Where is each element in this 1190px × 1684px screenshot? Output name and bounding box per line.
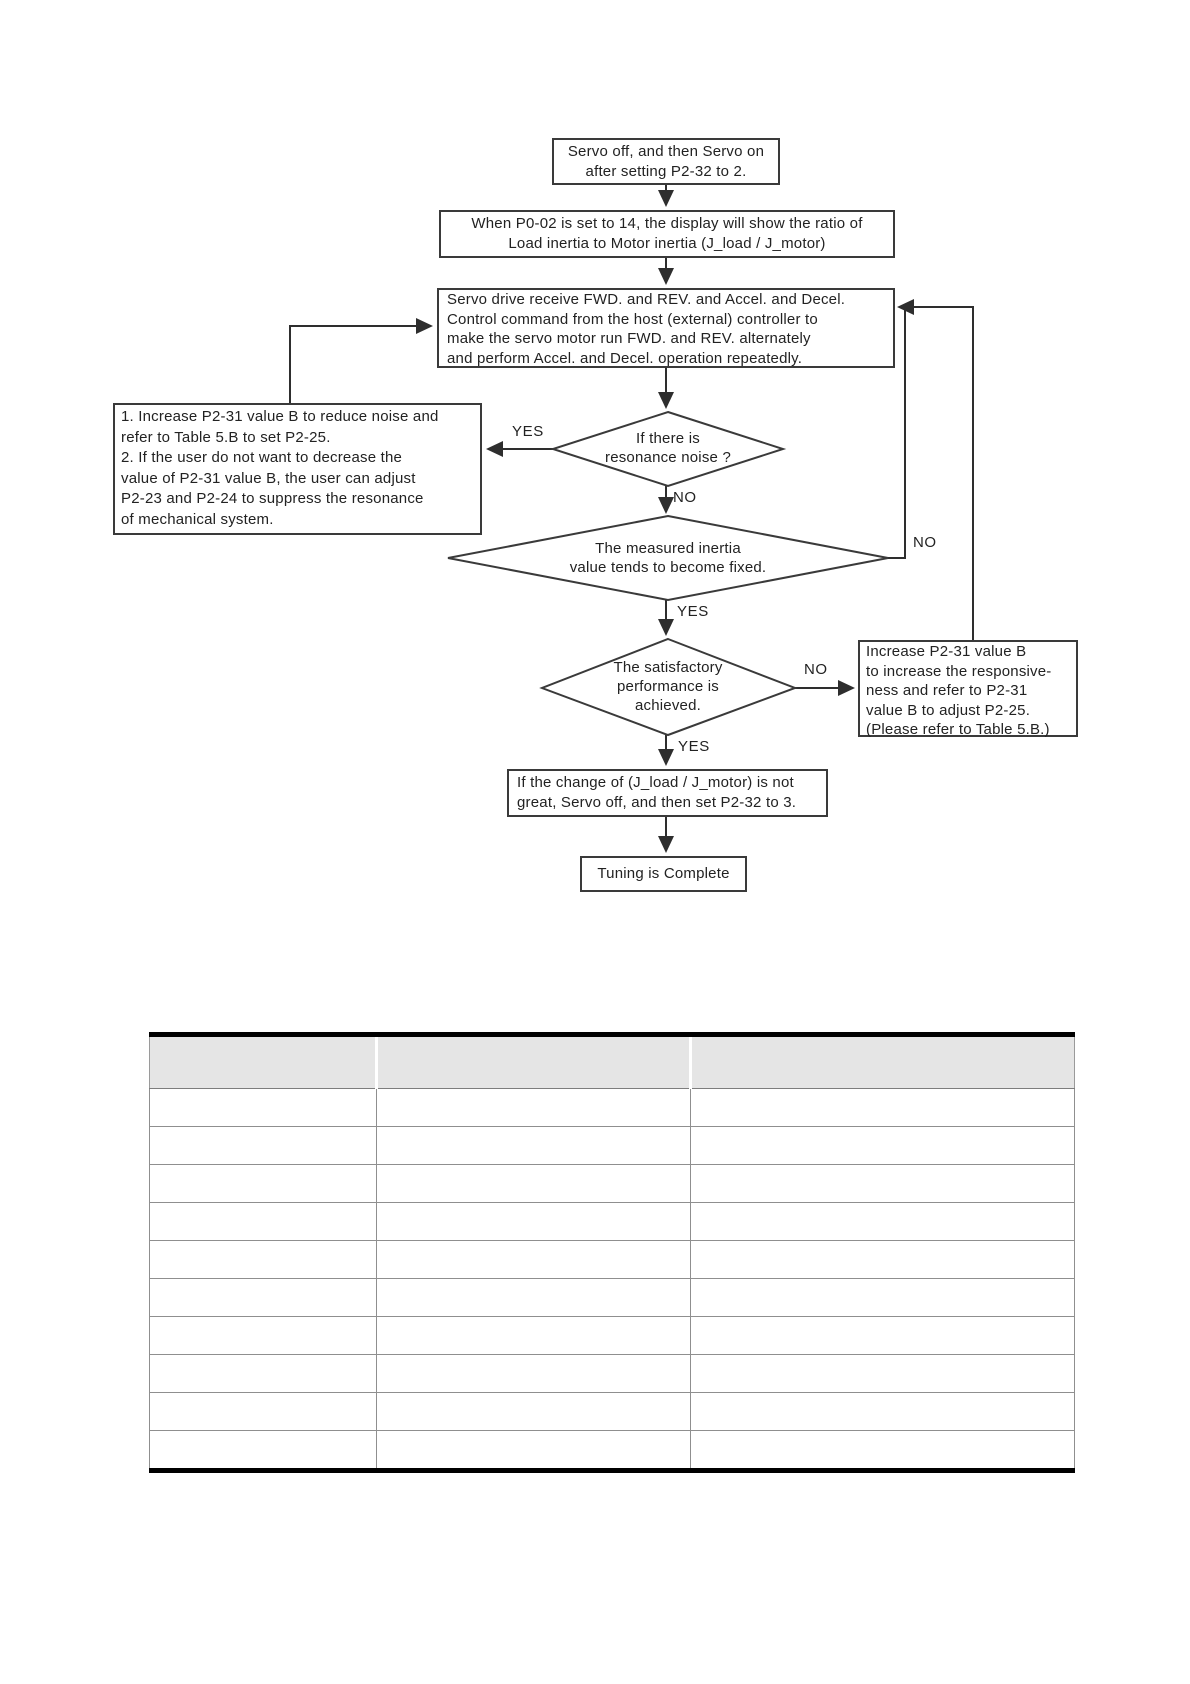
parameter-table-body [149,1088,1075,1471]
table-row [149,1088,1075,1127]
table-cell [375,1354,692,1393]
inertia-no-label: NO [913,534,937,551]
performance-yes-label: YES [678,738,710,755]
table-cell [149,1392,377,1431]
table-cell [375,1316,692,1355]
table-cell [375,1164,692,1203]
loop-left-note-to-command [289,318,433,403]
table-cell [690,1430,1075,1471]
table-cell [690,1126,1075,1165]
parameter-table [149,1032,1075,1473]
loop-right-note-up [905,306,974,640]
table-cell [690,1164,1075,1203]
table-cell [690,1392,1075,1431]
performance-decision-text: The satisfactory performance is achieved… [613,659,723,714]
table-header-cell [149,1034,377,1089]
display-ratio-box: When P0-02 is set to 14, the display wil… [439,210,895,258]
resonance-no-label: NO [673,489,697,506]
table-row [149,1354,1075,1393]
table-cell [149,1240,377,1279]
performance-no-label: NO [804,661,828,678]
table-cell [375,1430,692,1471]
table-cell [690,1240,1075,1279]
table-cell [149,1202,377,1241]
table-cell [375,1278,692,1317]
table-row [149,1202,1075,1241]
table-cell [690,1278,1075,1317]
table-cell [149,1088,377,1127]
tuning-complete-box: Tuning is Complete [580,856,747,892]
table-row [149,1240,1075,1279]
table-cell [375,1240,692,1279]
table-cell [690,1202,1075,1241]
table-cell [375,1392,692,1431]
start-box: Servo off, and then Servo on after setti… [552,138,780,185]
table-row [149,1316,1075,1355]
resonance-yes-label: YES [512,423,544,440]
table-cell [149,1126,377,1165]
table-header-cell [374,1034,691,1089]
table-row [149,1430,1075,1471]
table-row [149,1392,1075,1431]
table-cell [149,1278,377,1317]
table-cell [690,1088,1075,1127]
responsiveness-note-box: Increase P2-31 value B to increase the r… [858,640,1078,738]
resonance-note-box: 1. Increase P2-31 value B to reduce nois… [113,403,482,535]
table-header-cell [689,1034,1075,1089]
table-cell [149,1316,377,1355]
table-cell [690,1354,1075,1393]
table-cell [375,1126,692,1165]
table-row [149,1164,1075,1203]
inertia-yes-label: YES [677,603,709,620]
table-cell [690,1316,1075,1355]
table-header-row [149,1034,1075,1089]
table-cell [149,1430,377,1471]
resonance-decision-text: If there is resonance noise ? [605,430,731,466]
set-p232-box: If the change of (J_load / J_motor) is n… [507,769,828,817]
inertia-decision-text: The measured inertia value tends to beco… [569,540,767,576]
table-cell [375,1088,692,1127]
table-cell [149,1164,377,1203]
table-row [149,1278,1075,1317]
servo-command-box: Servo drive receive FWD. and REV. and Ac… [437,288,895,368]
table-cell [149,1354,377,1393]
table-cell [375,1202,692,1241]
table-row [149,1126,1075,1165]
